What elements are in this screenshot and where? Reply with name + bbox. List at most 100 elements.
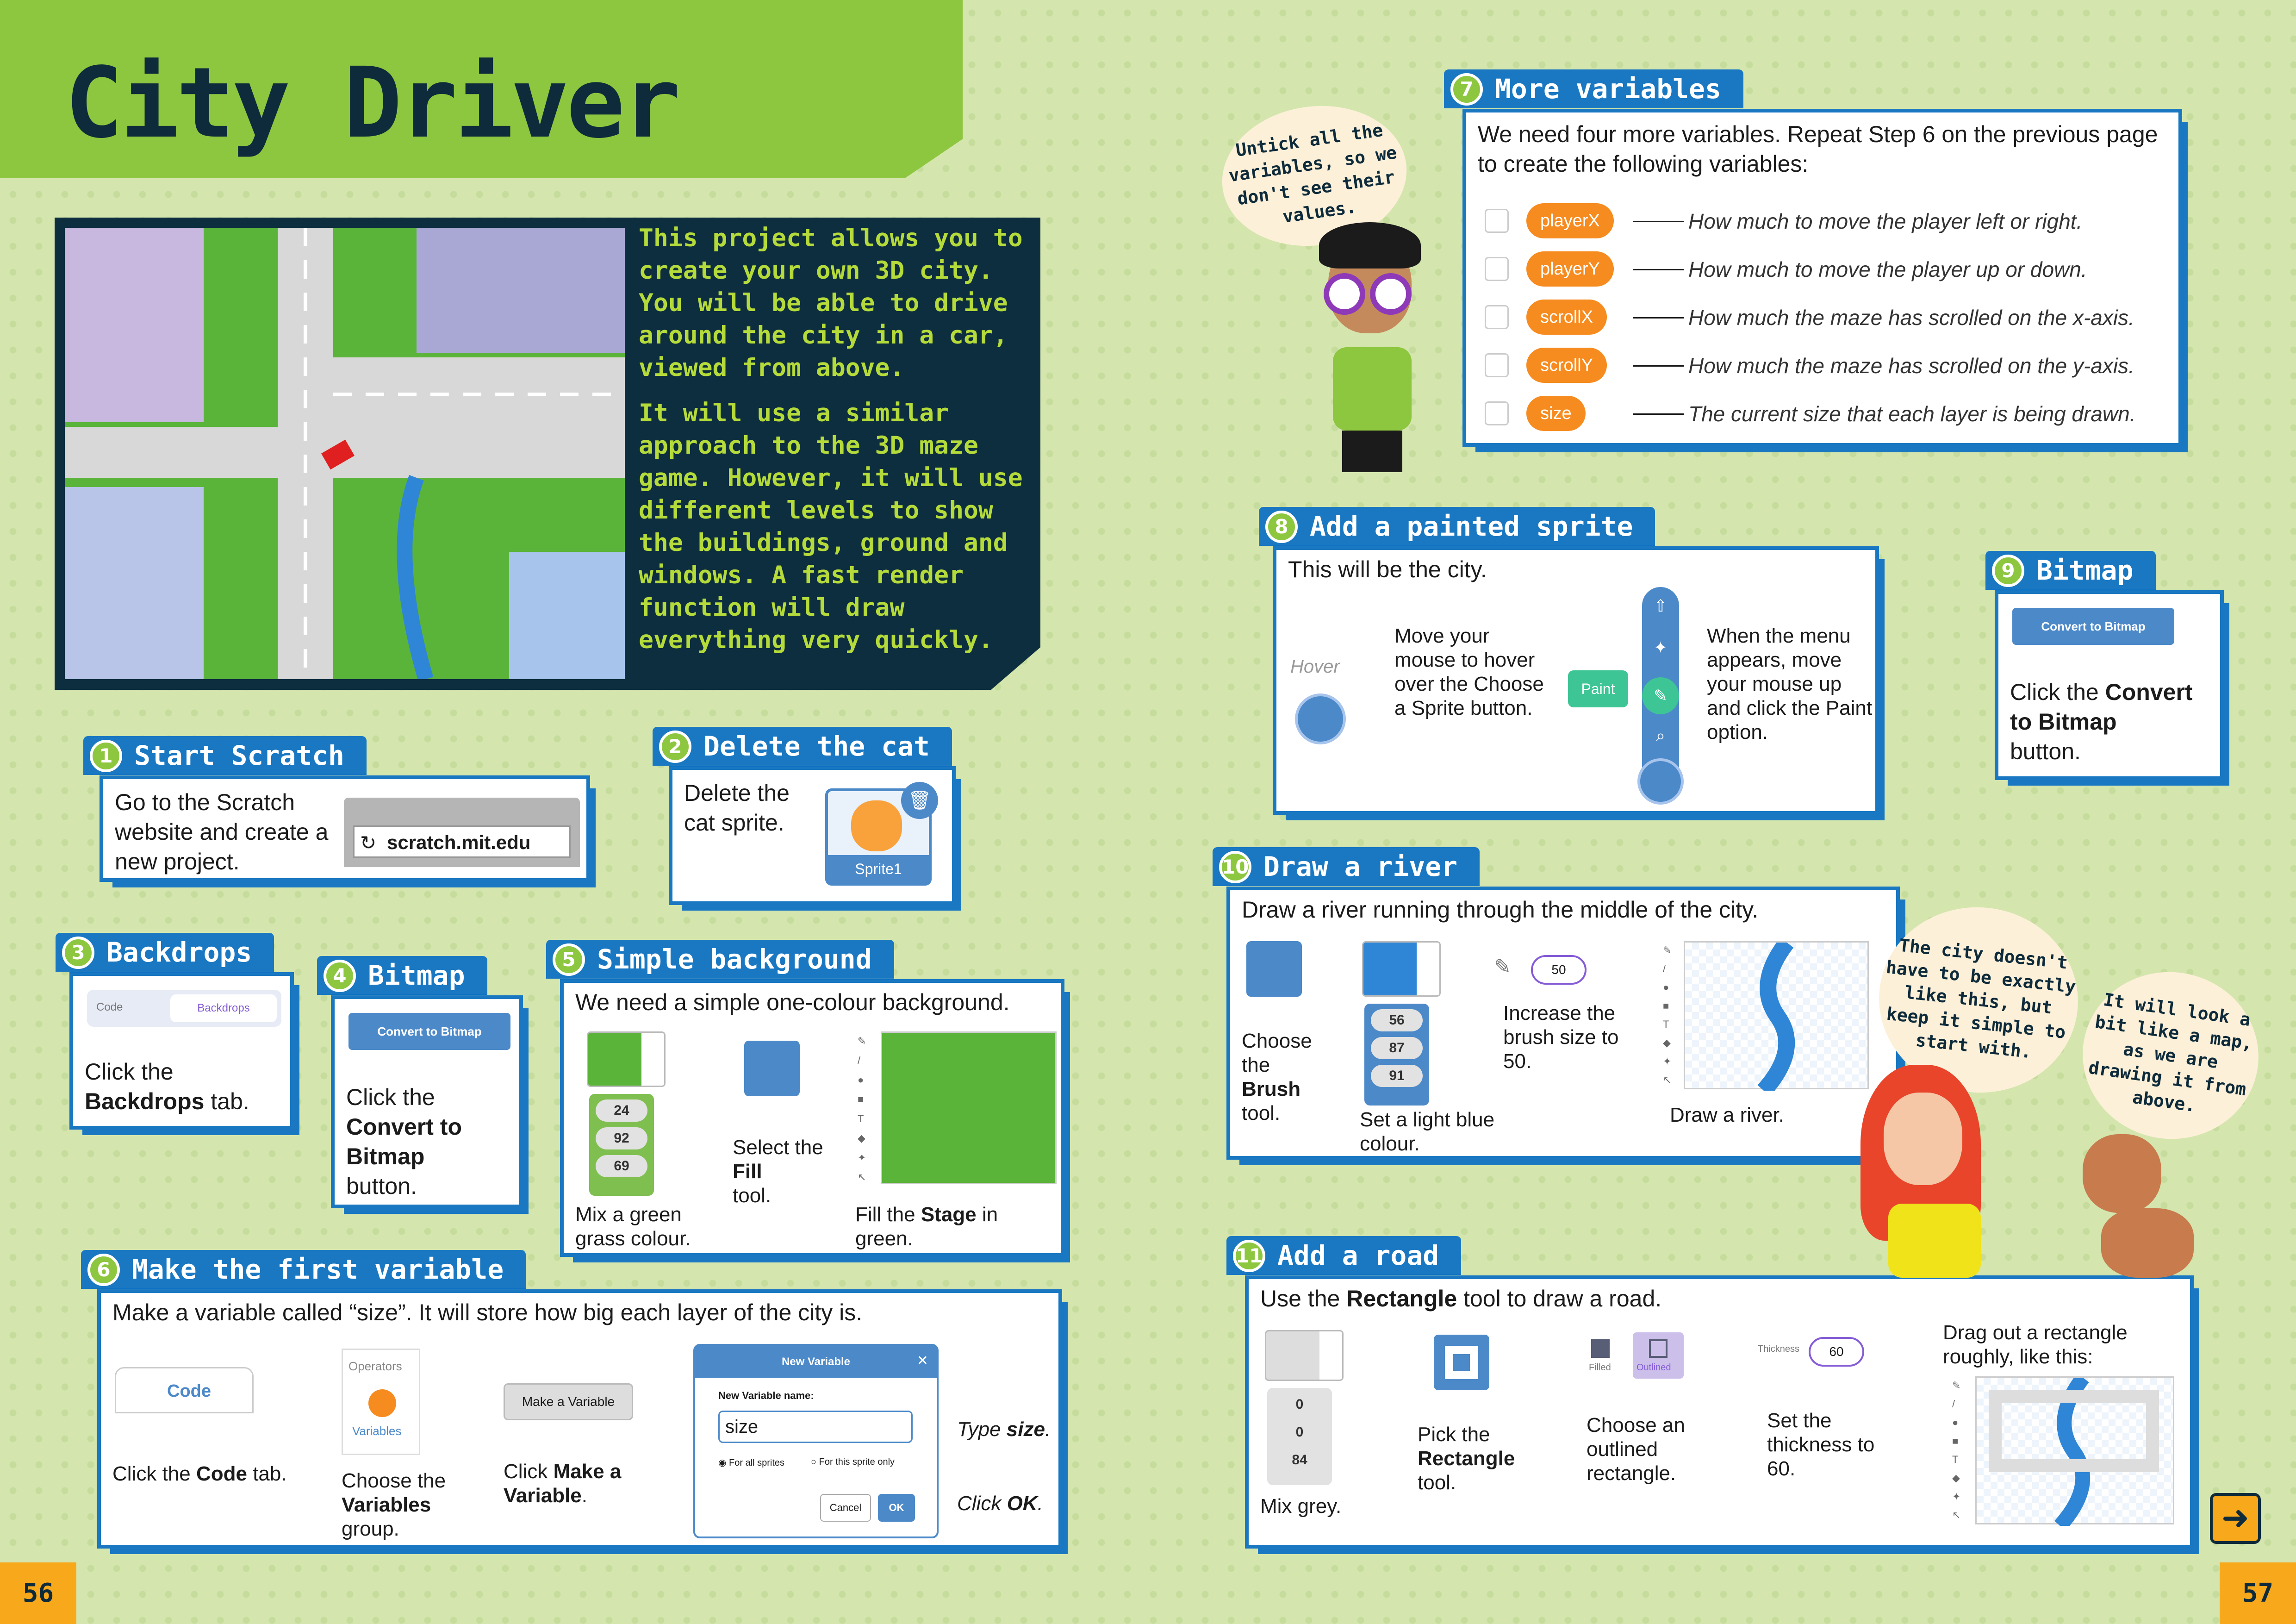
choose-sprite-button[interactable]	[1295, 693, 1346, 744]
sprite-thumbnail[interactable]: Sprite1 🗑	[825, 782, 938, 886]
tool-palette-2: ✎/●■T◆✦↖	[1663, 944, 1672, 1086]
for-all-sprites-radio[interactable]: ◉ For all sprites	[718, 1458, 785, 1468]
city-preview-image	[65, 228, 625, 679]
trash-icon[interactable]: 🗑	[901, 782, 938, 819]
choose-sprite-cat-icon[interactable]	[1637, 758, 1684, 805]
page-title: City Driver	[65, 46, 681, 160]
step10-caption-3: Increase the brush size to 50.	[1503, 1002, 1619, 1073]
intro-paragraph-2: It will use a similar approach to the 3D…	[639, 399, 1023, 654]
pointer-arrow	[1633, 365, 1684, 367]
variables-dot[interactable]	[368, 1389, 396, 1417]
brightness-value-3[interactable]: 84	[1274, 1449, 1325, 1471]
fill-color-swatch[interactable]	[587, 1031, 666, 1087]
dialog-label: New Variable name:	[718, 1390, 814, 1401]
stage-preview	[881, 1031, 1057, 1184]
cancel-button[interactable]: Cancel	[820, 1494, 871, 1522]
variable-name-input[interactable]: size	[718, 1411, 913, 1443]
operators-category[interactable]: Operators	[348, 1359, 402, 1373]
brush-size-input[interactable]: 50	[1531, 955, 1587, 985]
variable-row: playerY How much to move the player up o…	[1485, 249, 2179, 290]
url-text: scratch.mit.edu	[387, 831, 531, 853]
hue-value-2[interactable]: 56	[1371, 1009, 1423, 1031]
surprise-icon[interactable]: ✦	[1653, 638, 1668, 657]
saturation-value[interactable]: 92	[596, 1127, 647, 1149]
tab-backdrops[interactable]: Backdrops	[170, 994, 277, 1022]
thickness-input[interactable]: 60	[1809, 1337, 1864, 1367]
for-this-sprite-radio[interactable]: ○ For this sprite only	[811, 1457, 895, 1467]
step8-left-text: Move your mouse to hover over the Choose…	[1394, 625, 1544, 719]
variable-description: The current size that each layer is bein…	[1688, 402, 2136, 426]
address-bar[interactable]: ↻ scratch.mit.edu	[353, 825, 571, 858]
step10-caption-4: Draw a river.	[1670, 1104, 1784, 1126]
step10-title-text: Draw a river	[1263, 851, 1458, 882]
step10-title: 10 Draw a river	[1213, 847, 1480, 886]
step1-box: Go to the Scratch website and create a n…	[100, 775, 596, 887]
intro-text: This project allows you to create your o…	[639, 222, 1027, 669]
step6-title-text: Make the first variable	[132, 1254, 504, 1285]
variable-checkbox[interactable]	[1485, 353, 1509, 377]
variable-description: How much to move the player left or righ…	[1688, 209, 2083, 233]
hue-value-3[interactable]: 0	[1274, 1393, 1325, 1416]
variables-category[interactable]: Variables	[352, 1424, 402, 1438]
reload-icon[interactable]: ↻	[360, 832, 377, 854]
rectangle-tool-icon[interactable]	[1434, 1335, 1489, 1390]
step1-text: Go to the Scratch website and create a n…	[115, 789, 329, 874]
step8-text: This will be the city.	[1288, 556, 1487, 582]
ok-button[interactable]: OK	[878, 1494, 915, 1522]
tab-code[interactable]: Code	[96, 1001, 123, 1013]
grey-color-swatch[interactable]	[1265, 1330, 1344, 1381]
outlined-option[interactable]: Outlined	[1633, 1332, 1684, 1379]
brush-tool-icon[interactable]	[1246, 941, 1302, 997]
pointer-arrow	[1633, 317, 1684, 319]
variable-checkbox[interactable]	[1485, 209, 1509, 233]
variable-pill[interactable]: scrollX	[1526, 300, 1607, 335]
search-icon[interactable]: ⌕	[1655, 726, 1666, 745]
hover-label: Hover	[1290, 656, 1340, 677]
variable-checkbox[interactable]	[1485, 257, 1509, 281]
step7-box: We need four more variables. Repeat Step…	[1462, 109, 2188, 452]
step8-title-text: Add a painted sprite	[1310, 511, 1633, 542]
step11-text: Use the Rectangle tool to draw a road.	[1260, 1286, 1662, 1312]
variable-checkbox[interactable]	[1485, 305, 1509, 329]
brightness-value[interactable]: 69	[596, 1155, 647, 1177]
saturation-value-2[interactable]: 87	[1371, 1037, 1423, 1059]
variable-description: How much to move the player up or down.	[1688, 257, 2087, 281]
code-tab[interactable]: Code	[115, 1367, 254, 1413]
variable-pill[interactable]: scrollY	[1526, 348, 1607, 383]
variable-pill[interactable]: size	[1526, 396, 1586, 431]
browser-bar: ↻ scratch.mit.edu	[344, 798, 580, 867]
variable-pill[interactable]: playerY	[1526, 251, 1614, 287]
step5-text: We need a simple one-colour background.	[575, 989, 1010, 1015]
step10-number: 10	[1219, 851, 1251, 883]
next-page-arrow-icon[interactable]: ➜	[2210, 1493, 2261, 1544]
make-a-variable-button[interactable]: Make a Variable	[504, 1383, 633, 1420]
convert-to-bitmap-button-2[interactable]: Convert to Bitmap	[2012, 608, 2174, 645]
tool-palette: ✎/●■T◆✦↖	[858, 1035, 866, 1183]
blue-color-swatch[interactable]	[1362, 941, 1441, 997]
upload-icon[interactable]: ⇧	[1653, 596, 1668, 615]
step9-number: 9	[1992, 555, 2024, 587]
step6-caption-3: Click Make a Variable.	[504, 1460, 622, 1507]
variable-checkbox[interactable]	[1485, 401, 1509, 425]
sprite-name: Sprite1	[828, 855, 929, 883]
hue-value[interactable]: 24	[596, 1099, 647, 1122]
convert-to-bitmap-button[interactable]: Convert to Bitmap	[348, 1013, 510, 1050]
step2-number: 2	[659, 731, 691, 763]
filled-rect-icon[interactable]	[1591, 1339, 1610, 1358]
dog-character	[2073, 1125, 2203, 1278]
step5-caption-3: Fill the Stage in green.	[855, 1203, 998, 1250]
paint-brush-icon[interactable]: ✎	[1642, 677, 1679, 714]
saturation-value-3[interactable]: 0	[1274, 1421, 1325, 1443]
blue-color-sliders: 56 87 91	[1364, 1004, 1429, 1106]
brightness-value-2[interactable]: 91	[1371, 1065, 1423, 1087]
variable-pill[interactable]: playerX	[1526, 203, 1614, 238]
fill-tool-icon[interactable]	[744, 1041, 800, 1096]
close-icon[interactable]: ✕	[916, 1353, 928, 1368]
step3-number: 3	[62, 937, 94, 969]
